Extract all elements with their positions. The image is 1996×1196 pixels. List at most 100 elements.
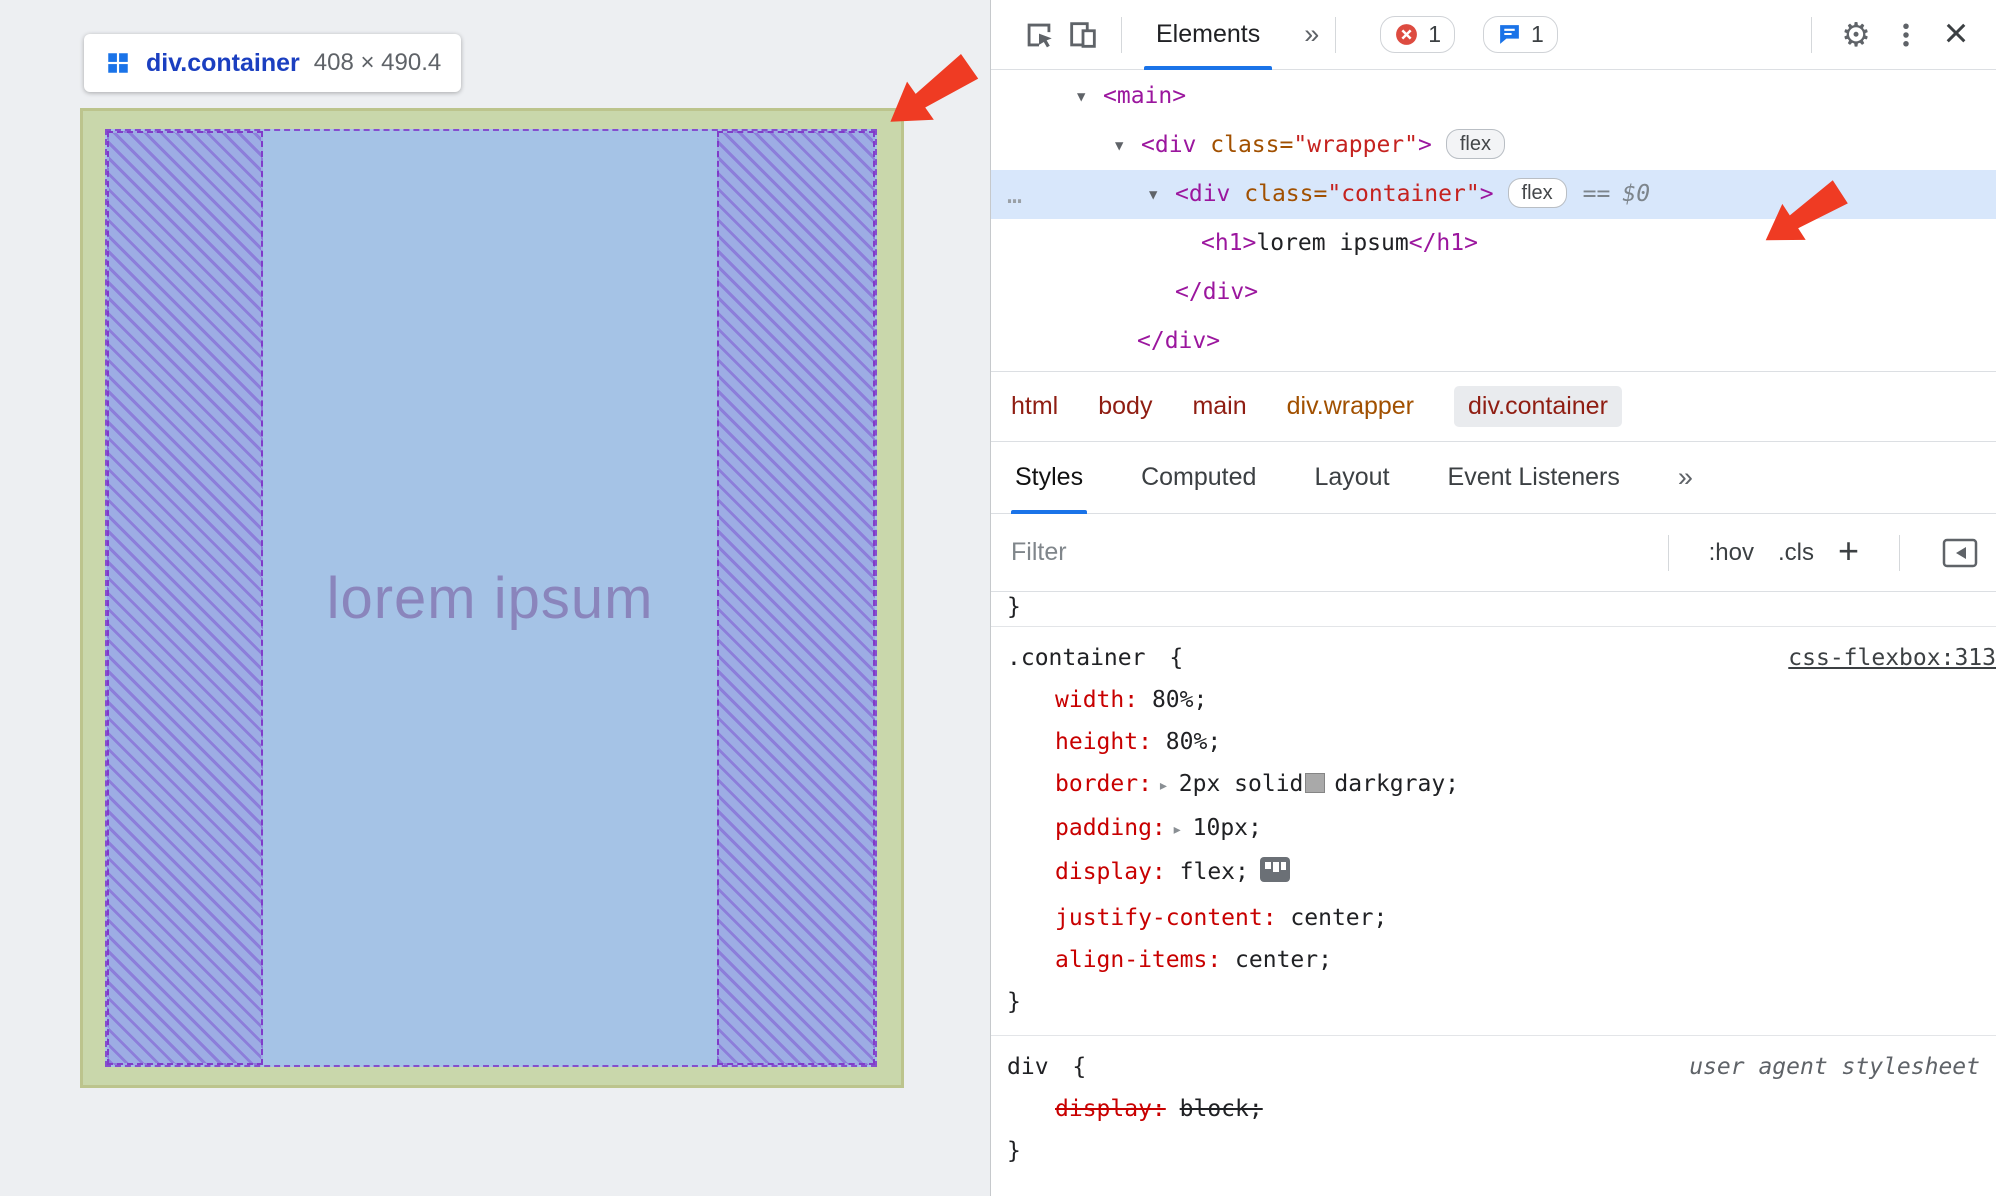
breadcrumb-div-wrapper[interactable]: div.wrapper — [1286, 392, 1415, 420]
rule-divider — [991, 1035, 1996, 1036]
styles-filter-bar: :hov .cls + — [991, 514, 1996, 592]
flex-editor-icon[interactable] — [1259, 855, 1291, 897]
kebab-menu-icon[interactable] — [1884, 13, 1928, 57]
flex-free-space-left — [107, 131, 263, 1065]
more-actions-icon[interactable]: … — [1007, 180, 1025, 209]
div-open-tag: <div — [1141, 132, 1197, 158]
close-bracket: > — [1479, 181, 1494, 207]
tree-node-div-wrapper[interactable]: ▼<div class="wrapper">flex — [991, 121, 1996, 170]
element-dimensions-tooltip: div.container 408 × 490.4 — [84, 34, 462, 92]
close-devtools-icon[interactable]: × — [1943, 8, 1969, 56]
issues-icon — [1500, 25, 1519, 44]
inspect-overlay-content: lorem ipsum — [105, 129, 877, 1067]
error-count-badge[interactable]: 1 — [1380, 16, 1456, 53]
expand-arrow-icon[interactable]: ▼ — [1115, 138, 1124, 154]
error-icon — [1396, 24, 1418, 45]
css-property-align-items[interactable]: align-items: center; — [1055, 947, 1332, 973]
tab-layout[interactable]: Layout — [1314, 463, 1390, 491]
dollar-zero-marker: $0 — [1622, 181, 1651, 207]
breadcrumb-body[interactable]: body — [1098, 392, 1153, 420]
tree-node-main[interactable]: ▼ <main> — [991, 72, 1996, 121]
expand-shorthand-icon[interactable]: ▸ — [1157, 775, 1169, 796]
class-attr-name: class — [1244, 181, 1314, 207]
toolbar-separator — [1335, 16, 1337, 53]
flex-badge[interactable]: flex — [1507, 178, 1567, 208]
tooltip-element-dimensions: 408 × 490.4 — [313, 49, 442, 76]
toggle-classes-button[interactable]: .cls — [1777, 538, 1814, 566]
tree-node-div-close[interactable]: </div> — [991, 268, 1996, 317]
issue-count: 1 — [1531, 21, 1544, 47]
styles-pane: } .container { css-flexbox:313 width: 80… — [991, 592, 1996, 1196]
tab-computed[interactable]: Computed — [1141, 463, 1257, 491]
settings-gear-icon[interactable]: ⚙ — [1841, 16, 1871, 53]
close-brace: } — [1007, 989, 1021, 1015]
close-brace: } — [1007, 1138, 1021, 1164]
breadcrumb-html[interactable]: html — [1011, 392, 1059, 420]
container-attr-value: "container" — [1327, 181, 1480, 207]
css-property-padding[interactable]: padding:▸10px; — [1055, 815, 1262, 841]
tree-node-div-close[interactable]: </div> — [991, 317, 1996, 366]
user-agent-style-rule: div { user agent stylesheet display: blo… — [991, 1036, 1996, 1180]
stylesheet-source-link[interactable]: css-flexbox:313 — [1788, 645, 1996, 671]
more-panels-icon[interactable]: » — [1304, 19, 1320, 49]
device-toolbar-icon[interactable] — [1061, 13, 1105, 57]
devtools-toolbar: Elements » 1 1 ⚙ × — [991, 0, 1996, 70]
inspected-page: lorem ipsum div.container 408 × 490.4 — [0, 0, 990, 1196]
css-property-display-overridden[interactable]: display: block; — [1055, 1096, 1263, 1122]
more-tabs-icon[interactable]: » — [1677, 462, 1693, 492]
issue-count-badge[interactable]: 1 — [1483, 16, 1558, 53]
expand-arrow-icon[interactable]: ▼ — [1149, 187, 1158, 203]
main-open-tag: <main> — [1103, 83, 1187, 109]
filter-input[interactable] — [1011, 538, 1628, 567]
rule-selector[interactable]: .container — [1007, 645, 1146, 671]
rule-divider — [991, 626, 1996, 627]
rule-selector[interactable]: div — [1007, 1054, 1049, 1080]
toolbar-right-icons: ⚙ × — [1795, 8, 1996, 57]
css-property-display[interactable]: display: flex; — [991, 851, 1996, 897]
filter-separator — [1899, 534, 1900, 571]
container-style-rule: .container { css-flexbox:313 width: 80%;… — [991, 627, 1996, 1031]
flex-badge[interactable]: flex — [1445, 129, 1505, 159]
open-brace: { — [1072, 1054, 1087, 1080]
page-heading: lorem ipsum — [326, 565, 654, 631]
breadcrumb-div-container[interactable]: div.container — [1454, 386, 1622, 427]
tab-styles[interactable]: Styles — [1010, 442, 1088, 514]
wrapper-attr-value: "wrapper" — [1293, 132, 1418, 158]
devtools-panel: Elements » 1 1 ⚙ × — [990, 0, 1996, 1196]
h1-close-tag: </h1> — [1408, 230, 1478, 256]
css-property-height[interactable]: height: 80%; — [1055, 729, 1222, 755]
breadcrumb: html body main div.wrapper div.container — [991, 372, 1996, 442]
equals-sign: = — [1279, 132, 1294, 158]
error-count: 1 — [1428, 21, 1442, 47]
expand-arrow-icon[interactable]: ▼ — [1077, 89, 1086, 105]
tooltip-element-name: div.container — [146, 48, 300, 77]
flex-free-space-right — [717, 131, 875, 1065]
class-attr-name: class — [1210, 132, 1280, 158]
css-property-width[interactable]: width: 80%; — [1055, 687, 1208, 713]
tab-elements[interactable]: Elements — [1138, 0, 1278, 70]
tree-node-h1[interactable]: <h1>lorem ipsum</h1> — [991, 219, 1996, 268]
dock-sidebar-icon[interactable] — [1940, 535, 1980, 571]
styles-sidebar-tabs: Styles Computed Layout Event Listeners » — [991, 442, 1996, 514]
new-style-rule-button[interactable]: + — [1837, 529, 1859, 571]
element-badge-icon — [104, 49, 132, 77]
breadcrumb-main[interactable]: main — [1192, 392, 1247, 420]
div-open-tag: <div — [1175, 181, 1231, 207]
tab-event-listeners[interactable]: Event Listeners — [1447, 463, 1620, 491]
equals-sign: = — [1313, 181, 1328, 207]
color-swatch[interactable] — [1305, 773, 1326, 793]
inspect-overlay-padding: lorem ipsum — [80, 108, 904, 1088]
annotation-arrow-page — [872, 41, 988, 148]
h1-text-node: lorem ipsum — [1256, 230, 1409, 256]
div-close-tag: </div> — [1137, 328, 1221, 354]
open-brace: { — [1169, 645, 1184, 671]
toolbar-separator — [1811, 16, 1812, 53]
h1-open-tag: <h1> — [1201, 230, 1257, 256]
toggle-hover-state-button[interactable]: :hov — [1708, 538, 1754, 566]
inspect-element-icon[interactable] — [1017, 13, 1061, 57]
expand-shorthand-icon[interactable]: ▸ — [1171, 819, 1183, 840]
toolbar-separator — [1121, 16, 1122, 53]
css-property-justify-content[interactable]: justify-content: center; — [1055, 905, 1388, 931]
tree-node-div-container-selected[interactable]: … ▼<div class="container">flex==$0 — [991, 170, 1996, 219]
